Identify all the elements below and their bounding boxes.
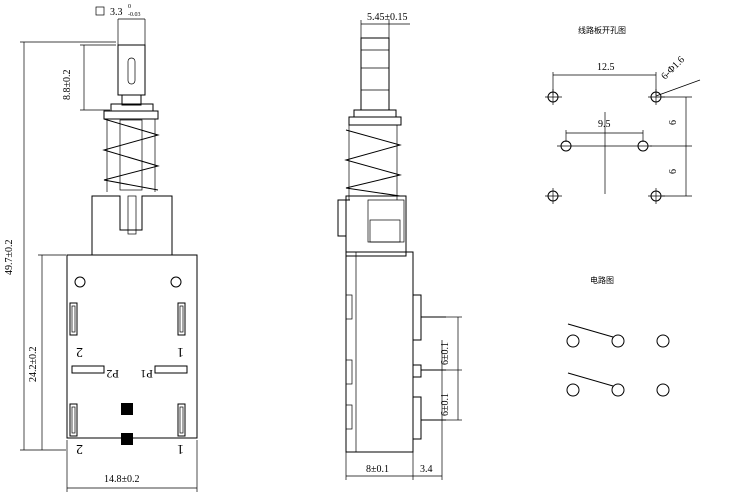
- vertical-pitch-upper-label: 6: [668, 120, 679, 125]
- stem: [117, 44, 146, 96]
- tolerance-box: [95, 6, 105, 16]
- contact: [656, 383, 670, 397]
- pole-label: P2: [106, 367, 119, 381]
- vertical-pitch-lower-label: 6: [668, 169, 679, 174]
- mount-hole-left: [74, 276, 86, 288]
- side-stem: [360, 37, 390, 111]
- switch-arm: [567, 323, 614, 338]
- stem-length-label: 8.8±0.2: [62, 70, 73, 101]
- pin-label: 2: [76, 441, 83, 456]
- inner-spacing-label: 9.5: [598, 119, 611, 130]
- pin-offset-label: 3.4: [420, 464, 433, 475]
- body-depth-label: 8±0.1: [366, 464, 389, 475]
- housing-top: [91, 195, 173, 255]
- body-width-label: 14.8±0.2: [104, 474, 140, 485]
- top-tolerance-lower: -0.03: [128, 12, 141, 18]
- contact: [656, 334, 670, 348]
- actuator: [127, 195, 137, 235]
- outer-spacing-label: 12.5: [597, 62, 615, 73]
- pcb-layout: 线路板开孔图 12.5 6-Φ1.6 9.5 6 6: [545, 25, 701, 204]
- pin-label: 2: [76, 344, 83, 359]
- pcb-layout-title: 线路板开孔图: [578, 25, 626, 35]
- hole-spec-label: 6-Φ1.6: [659, 54, 687, 82]
- total-height-label: 49.7±0.2: [4, 240, 15, 276]
- stem-width-label: 5.45±0.15: [367, 12, 408, 23]
- side-clip: [337, 199, 350, 237]
- side-spring: [344, 129, 402, 197]
- pin-label: 1: [177, 441, 184, 456]
- mount-hole-right: [170, 276, 182, 288]
- circuit-title: 电路图: [590, 275, 614, 285]
- top-tolerance-label: 3.3: [110, 7, 123, 18]
- body-height-label: 24.2±0.2: [28, 347, 39, 383]
- contact: [566, 334, 580, 348]
- pole-label: P1: [140, 367, 153, 381]
- front-view: 3.3 0 -0.03: [4, 4, 198, 492]
- spring: [102, 118, 160, 191]
- pin-label: 1: [177, 344, 184, 359]
- top-tolerance-upper: 0: [128, 4, 131, 10]
- circuit-diagram: 电路图: [566, 275, 670, 397]
- pitch-upper-label: 6±0.1: [440, 342, 451, 365]
- marker-square: [121, 433, 133, 445]
- spring-cap: [103, 110, 159, 120]
- pitch-lower-label: 6±0.1: [440, 393, 451, 416]
- contact: [611, 383, 625, 397]
- side-housing: [345, 195, 407, 257]
- contact: [611, 334, 625, 348]
- stem-slot: [127, 57, 136, 85]
- contact: [566, 383, 580, 397]
- switch-arm: [567, 372, 614, 387]
- side-view: 5.45±0.15 6±0.1: [337, 12, 462, 480]
- marker-square: [121, 403, 133, 415]
